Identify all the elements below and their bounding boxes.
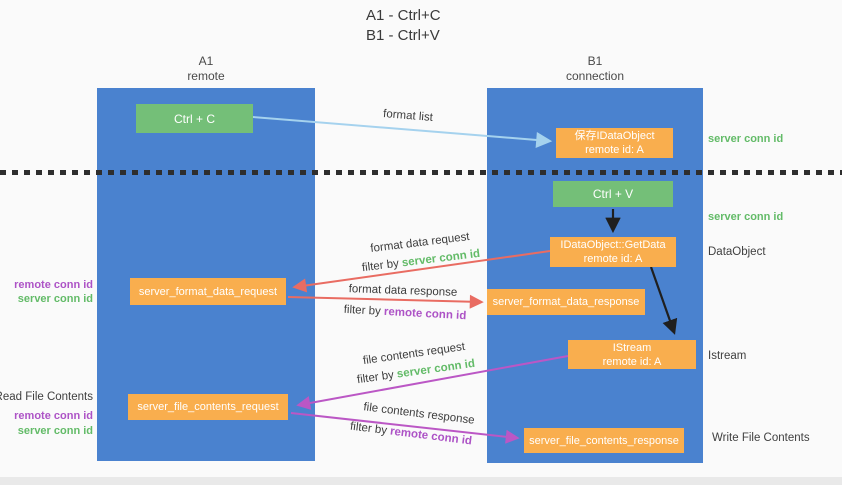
node-istream-line1: IStream — [612, 341, 652, 354]
label-format-data-response: format data response — [348, 283, 458, 299]
lane-b1-name: B1 — [587, 54, 603, 68]
node-istream: IStream remote id: A — [568, 340, 696, 369]
node-idataobject-getdata: IDataObject::GetData remote id: A — [550, 237, 676, 267]
node-save-idataobject: 保存IDataObject remote id: A — [556, 128, 673, 158]
annotation-remote-conn-id-bottom: remote conn id — [14, 410, 93, 422]
node-ctrl-c: Ctrl + C — [136, 104, 253, 133]
label-format-list: format list — [382, 108, 434, 124]
node-ctrl-c-label: Ctrl + C — [173, 111, 215, 126]
annotation-istream: Istream — [708, 350, 747, 362]
title-line-1: A1 - Ctrl+C — [366, 7, 441, 24]
remote-conn-id-text: remote conn id — [383, 305, 467, 323]
node-ctrl-v: Ctrl + V — [553, 181, 673, 207]
node-istream-line2: remote id: A — [602, 355, 662, 368]
server-conn-id-text: server conn id — [396, 357, 476, 381]
dotted-divider — [0, 170, 842, 175]
filter-by-text: filter by — [356, 368, 398, 387]
annotation-read-file-contents: Read File Contents — [0, 391, 93, 403]
node-ctrl-v-label: Ctrl + V — [592, 187, 634, 201]
node-server-format-data-request: server_format_data_request — [130, 278, 286, 305]
node-server-format-data-response: server_format_data_response — [487, 289, 645, 315]
window-bottom-edge — [0, 477, 842, 485]
annotation-server-conn-id-top: server conn id — [708, 133, 784, 145]
lane-a1-subtitle: remote — [187, 69, 225, 83]
label-format-data-response-filter: filter by remote conn id — [343, 304, 466, 322]
lane-a1-name: A1 — [198, 54, 214, 68]
annotation-write-file-contents: Write File Contents — [712, 432, 810, 444]
annotation-remote-conn-id-top: remote conn id — [14, 279, 93, 291]
remote-conn-id-text: remote conn id — [389, 425, 473, 448]
label-file-contents-response: file contents response — [362, 401, 476, 427]
node-server-file-contents-response: server_file_contents_response — [524, 428, 684, 453]
node-getdata-line1: IDataObject::GetData — [560, 239, 666, 251]
lane-b1-subtitle: connection — [565, 69, 625, 83]
node-save-line1: 保存IDataObject — [574, 130, 655, 142]
server-conn-id-text: server conn id — [401, 247, 481, 270]
node-file-response-label: server_file_contents_response — [529, 434, 679, 447]
annotation-server-conn-id-left-bottom: server conn id — [17, 425, 93, 437]
annotation-dataobject: DataObject — [708, 246, 766, 258]
lane-header-a1: A1 remote — [97, 54, 315, 84]
node-format-response-label: server_format_data_response — [492, 296, 640, 308]
node-getdata-line2: remote id: A — [583, 253, 643, 265]
filter-by-text: filter by — [349, 420, 391, 438]
title-line-2: B1 - Ctrl+V — [366, 27, 440, 44]
annotation-server-conn-id-left-top: server conn id — [17, 293, 93, 305]
label-file-contents-response-filter: filter by remote conn id — [349, 421, 472, 448]
annotation-server-conn-id-mid: server conn id — [708, 211, 784, 223]
node-save-line2: remote id: A — [585, 144, 644, 156]
node-server-file-contents-request: server_file_contents_request — [128, 394, 288, 420]
lane-header-b1: B1 connection — [487, 54, 703, 84]
filter-by-text: filter by — [343, 303, 385, 318]
diagram-title: A1 - Ctrl+C B1 - Ctrl+V — [366, 6, 441, 46]
filter-by-text: filter by — [361, 257, 403, 275]
node-file-request-label: server_file_contents_request — [137, 401, 279, 413]
node-format-request-label: server_format_data_request — [138, 285, 278, 298]
